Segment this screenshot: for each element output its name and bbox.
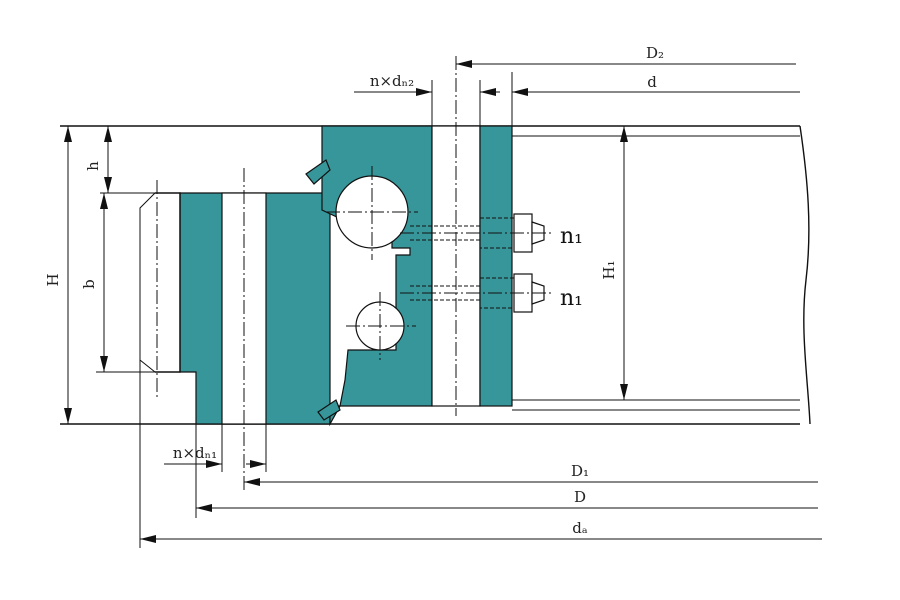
ball-upper	[326, 166, 418, 260]
seals	[305, 159, 341, 421]
label-n-dn1: n×dₙ₁	[173, 444, 217, 462]
label-b: b	[80, 279, 98, 289]
dim-D1: D₁	[244, 462, 818, 486]
label-H: H	[44, 273, 62, 286]
ball-lower	[346, 292, 416, 360]
label-n-dn2: n×dₙ₂	[370, 72, 414, 90]
label-da: dₐ	[572, 519, 588, 537]
hole-centerlines	[156, 56, 457, 490]
dim-b: b	[80, 193, 180, 373]
dim-H: H	[44, 126, 72, 424]
label-D2: D₂	[646, 44, 664, 62]
label-D1: D₁	[571, 462, 589, 480]
inner-ring	[139, 192, 331, 425]
outer-ring	[321, 125, 513, 427]
bolt-upper	[400, 213, 552, 253]
dim-n-dn2: n×dₙ₂	[354, 72, 500, 126]
dim-da: dₐ	[139, 360, 822, 548]
bolt-lower	[400, 273, 552, 313]
dim-D: D	[195, 424, 818, 518]
dim-n-dn1: n×dₙ₁	[164, 424, 267, 472]
dim-h: h	[84, 126, 180, 194]
dim-d: d	[511, 72, 800, 126]
dim-H1: H₁	[600, 126, 628, 400]
dim-D2: D₂	[456, 44, 796, 68]
label-n1-upper: n₁	[560, 224, 583, 249]
label-h: h	[84, 161, 102, 171]
label-D: D	[574, 488, 586, 506]
label-H1: H₁	[600, 260, 618, 279]
label-d: d	[647, 73, 657, 91]
label-n1-lower: n₁	[560, 286, 583, 311]
